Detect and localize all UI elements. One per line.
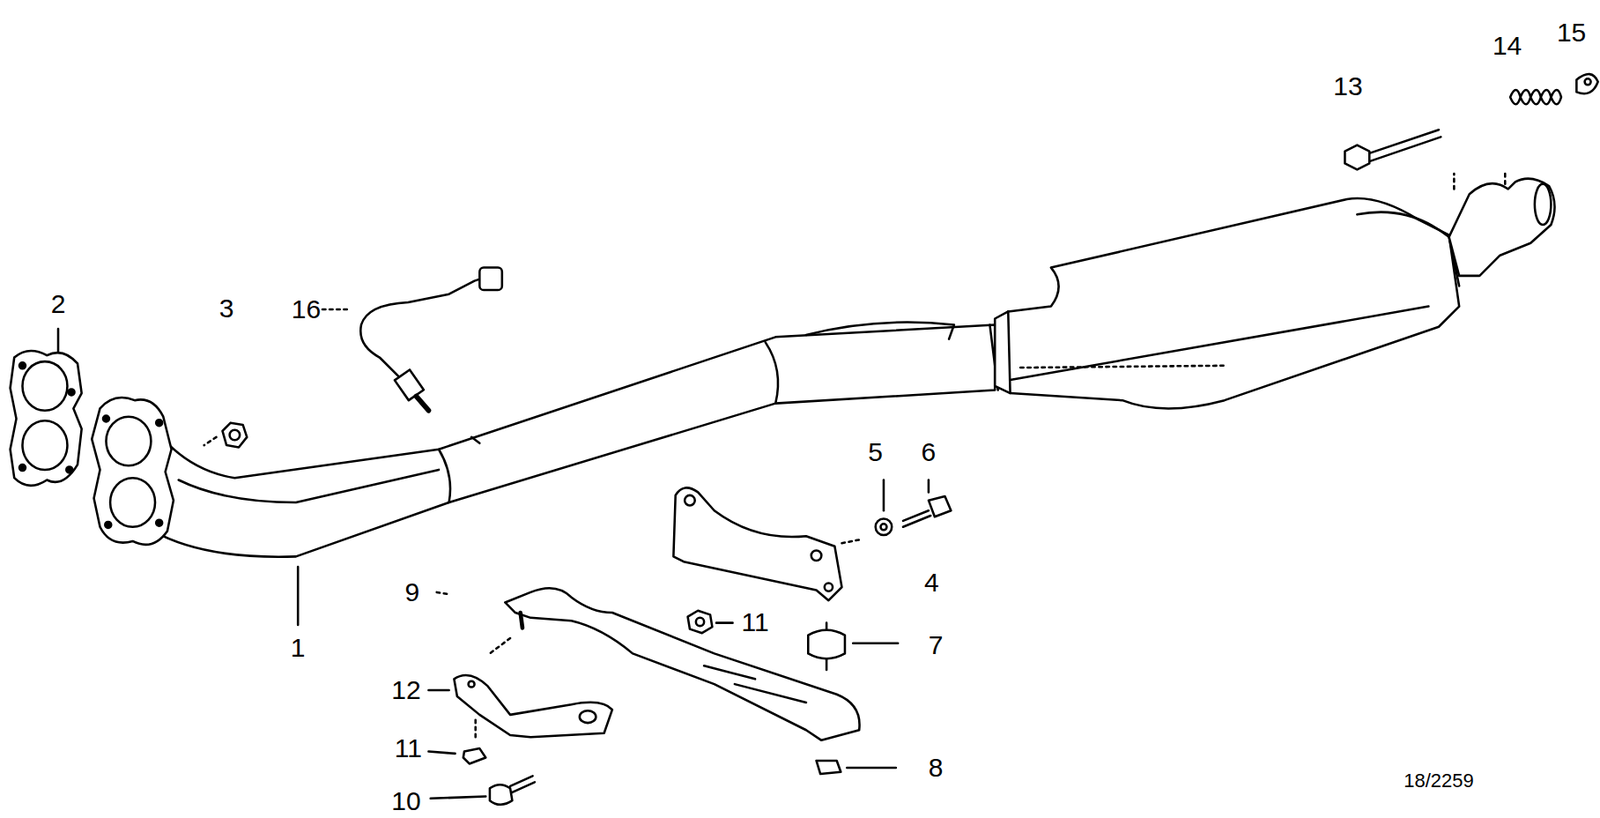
rubber-mount	[807, 622, 845, 670]
gasket	[10, 350, 82, 486]
washer	[875, 518, 893, 536]
pipe-flange	[91, 397, 174, 545]
callout-number: 11	[394, 734, 423, 762]
callout-number: 11	[740, 608, 769, 636]
callout-number: 5	[867, 438, 883, 466]
outlet-pipe	[1449, 178, 1556, 276]
bracket	[453, 674, 613, 737]
callout-number: 8	[928, 754, 944, 781]
nut	[463, 748, 486, 763]
callout-number: 2	[51, 290, 67, 318]
callout-number: 16	[291, 296, 321, 323]
front-pipe	[153, 324, 995, 556]
callout-number: 6	[921, 438, 937, 466]
bolt	[489, 775, 535, 804]
long-bolt	[1344, 129, 1441, 170]
callout-number: 9	[405, 578, 421, 606]
callout-number: 15	[1556, 19, 1586, 46]
spring	[1510, 89, 1562, 104]
oxygen-sensor	[360, 267, 503, 411]
nut	[688, 610, 713, 633]
drawing-number: 18/2259	[1403, 770, 1475, 791]
nut	[222, 422, 247, 448]
callout-number: 13	[1333, 73, 1363, 100]
callout-number: 3	[219, 295, 235, 322]
bolt	[903, 496, 951, 527]
catalytic-converter	[994, 198, 1460, 408]
nut	[816, 760, 842, 774]
callout-number: 7	[928, 631, 944, 659]
callout-number: 14	[1492, 32, 1522, 60]
callout-number: 4	[924, 569, 940, 596]
clip	[1576, 74, 1598, 94]
bracket	[673, 487, 842, 600]
callout-number: 1	[290, 634, 306, 661]
callout-number: 12	[391, 676, 421, 704]
callout-number: 10	[391, 787, 421, 815]
